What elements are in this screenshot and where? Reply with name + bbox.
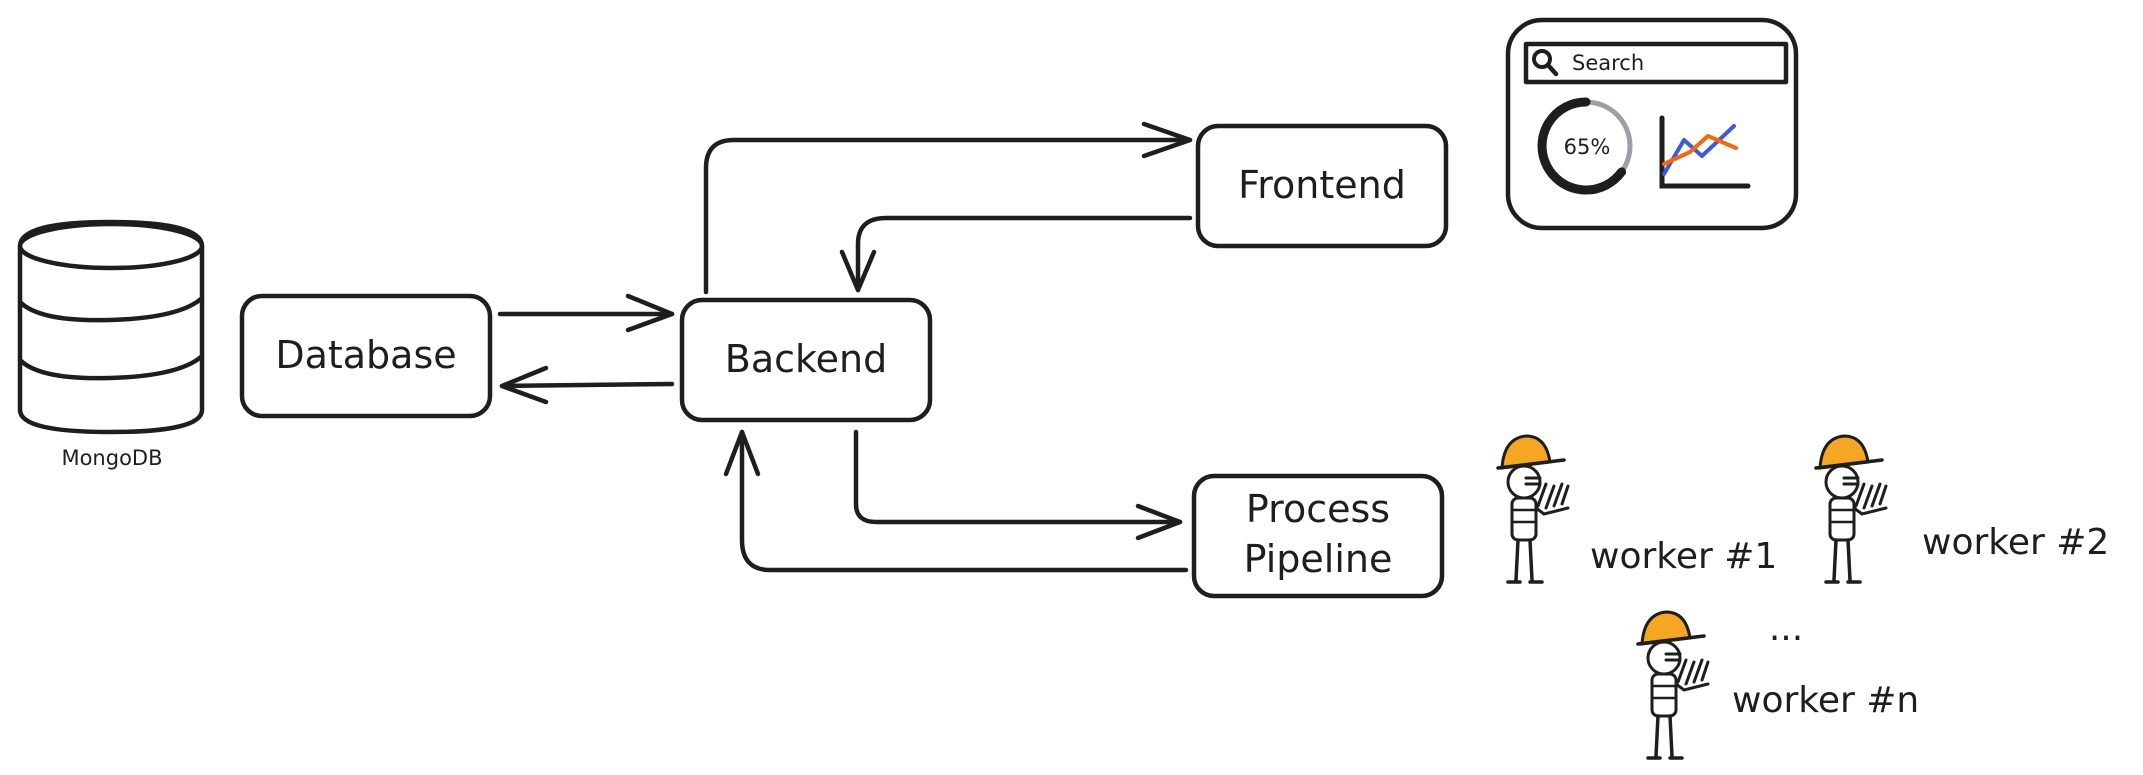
- worker-n: worker #n: [1636, 610, 1919, 760]
- arrow-backend-to-frontend: [703, 121, 1193, 295]
- frontend-node-label: Frontend: [1238, 163, 1406, 207]
- frontend-node: Frontend: [1195, 123, 1449, 249]
- ui-mockup-panel: Search 65%: [1505, 17, 1799, 231]
- process-pipeline-node: Process Pipeline: [1191, 473, 1445, 599]
- worker-2: worker #2: [1814, 434, 2109, 584]
- arrow-frontend-to-backend: [839, 215, 1193, 293]
- database-node: Database: [239, 293, 493, 419]
- arrow-pipeline-to-backend: [723, 429, 1189, 573]
- arrow-backend-to-pipeline: [853, 429, 1183, 541]
- workers-ellipsis: ...: [1769, 608, 1803, 649]
- worker-2-label: worker #2: [1922, 522, 2109, 563]
- worker-1: worker #1: [1496, 434, 1777, 584]
- process-pipeline-label-line2: Pipeline: [1244, 537, 1393, 581]
- search-icon: [1532, 49, 1559, 77]
- progress-label: 65%: [1564, 135, 1611, 159]
- database-node-label: Database: [275, 333, 456, 377]
- search-placeholder: Search: [1572, 51, 1644, 75]
- arrow-backend-to-database: [499, 365, 675, 405]
- progress-donut: 65%: [1537, 97, 1633, 195]
- line-chart-icon: [1659, 115, 1751, 189]
- mongodb-label: MongoDB: [61, 446, 162, 470]
- search-input: [1523, 41, 1789, 85]
- worker-n-label: worker #n: [1732, 680, 1919, 721]
- backend-node-label: Backend: [725, 337, 887, 381]
- worker-1-label: worker #1: [1590, 536, 1777, 577]
- process-pipeline-label-line1: Process: [1246, 487, 1390, 531]
- backend-node: Backend: [679, 297, 933, 423]
- database-cylinder-icon: [17, 219, 205, 435]
- arrow-database-to-backend: [497, 293, 675, 333]
